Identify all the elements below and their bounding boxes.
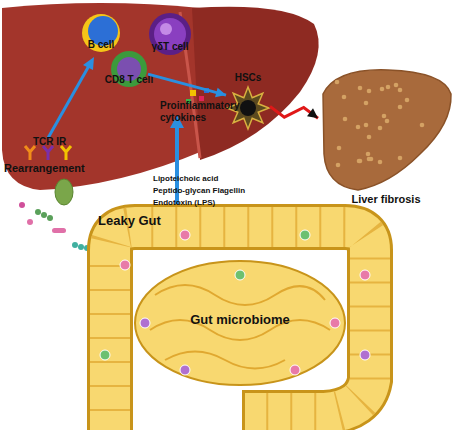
microbe (27, 219, 33, 225)
fibrosis-nodule (364, 123, 369, 128)
fibrosis-nodule (335, 80, 340, 85)
microbe (360, 270, 370, 280)
liver-shape (323, 70, 451, 190)
microbe (290, 365, 300, 375)
gallbladder (55, 179, 73, 205)
fibrosis-nodule (378, 126, 383, 131)
arrow-head (307, 108, 318, 118)
connector-line (148, 74, 226, 95)
fibrosis-nodule (386, 85, 391, 90)
connector (270, 106, 318, 118)
colon-outline (110, 227, 370, 430)
arrow-line (48, 64, 90, 138)
receptor-label: TCR IR (33, 136, 66, 148)
microbe (180, 230, 190, 240)
connector-line (270, 106, 318, 118)
cell-nucleus (240, 100, 256, 116)
fibrosis-nodule (378, 160, 383, 165)
fibrosis-nodule (420, 123, 425, 128)
node-label: CD8 T cell (80, 74, 178, 85)
fibrosis-nodule (367, 89, 372, 94)
cd8-cell-circle: CD8 T cell (110, 50, 148, 88)
node-label: γδT cell (118, 41, 222, 52)
fibrosis-nodule (367, 135, 372, 140)
fibrosis-nodule (369, 157, 374, 162)
fibrosis-nodule (357, 159, 362, 164)
microbe (19, 202, 25, 208)
tcr-symbol (43, 146, 53, 160)
fibrosis-nodule (366, 152, 371, 157)
fibrosis-nodule (398, 156, 403, 161)
node-label: B cell (50, 39, 152, 50)
fibrosis-nodule (343, 117, 348, 122)
tcr-symbol (61, 146, 71, 160)
liver-right-lobe (192, 7, 319, 160)
connector (148, 74, 226, 97)
microbe (330, 318, 340, 328)
microbe (41, 212, 47, 218)
tcr-receptors (25, 146, 71, 160)
cytokine (190, 90, 196, 96)
fibrosis-nodule (337, 146, 342, 151)
microbe (52, 228, 66, 233)
gdt-cell-circle: γδT cell (148, 12, 192, 56)
fibrotic-liver: Liver fibrosis (318, 62, 454, 208)
b-cell-circle: B cell (80, 12, 122, 54)
liver-left-lobe (2, 3, 205, 190)
arrow-head (83, 57, 94, 70)
colon-haustra (110, 227, 370, 430)
cytokine-label: Proinflammatory cytokines (160, 100, 250, 123)
fibrosis-nodule (394, 83, 399, 88)
microbe (180, 365, 190, 375)
arrow-head (215, 88, 226, 98)
cell-nucleus (160, 23, 172, 35)
microbe (300, 230, 310, 240)
pamp-label: Endotoxin (LPS) (153, 198, 215, 207)
microbe (360, 350, 370, 360)
tcr-arrow (48, 57, 94, 138)
fibrosis-nodule (364, 101, 369, 106)
process-label: Rearrangement (4, 162, 85, 175)
fibrosis-nodule (385, 119, 390, 124)
fibrosis-nodule (358, 159, 363, 164)
microbe (78, 244, 84, 250)
microbe (35, 209, 41, 215)
microbe (47, 215, 53, 221)
microbe (100, 350, 110, 360)
node-label: Gut microbiome (35, 313, 445, 327)
fibrotic-liver-shape (318, 62, 454, 192)
fibrosis-nodule (356, 125, 361, 130)
microbe (72, 242, 78, 248)
fibrosis-nodule (380, 87, 385, 92)
microbe (235, 270, 245, 280)
colon (110, 227, 370, 430)
fibrosis-nodule (405, 98, 410, 103)
pamp-label: Peptido-glycan Flagellin (153, 186, 245, 195)
fibrosis-nodule (358, 86, 363, 91)
node-label: HSCs (196, 72, 300, 83)
pamp-label: Lipoteichoic acid (153, 174, 218, 183)
fibrosis-nodule (382, 114, 387, 119)
cytokine (204, 88, 209, 93)
node-label: Liver fibrosis (288, 193, 467, 205)
fibrosis-nodule (342, 95, 347, 100)
fibrosis-nodule (336, 163, 341, 168)
microbe (140, 318, 150, 328)
gut-illustration: Gut microbiome (65, 205, 415, 430)
tcr-symbol (25, 146, 35, 160)
fibrosis-nodule (398, 88, 403, 93)
fibrosis-nodule (398, 105, 403, 110)
microbe (120, 260, 130, 270)
leaky-gut-label: Leaky Gut (98, 214, 161, 229)
